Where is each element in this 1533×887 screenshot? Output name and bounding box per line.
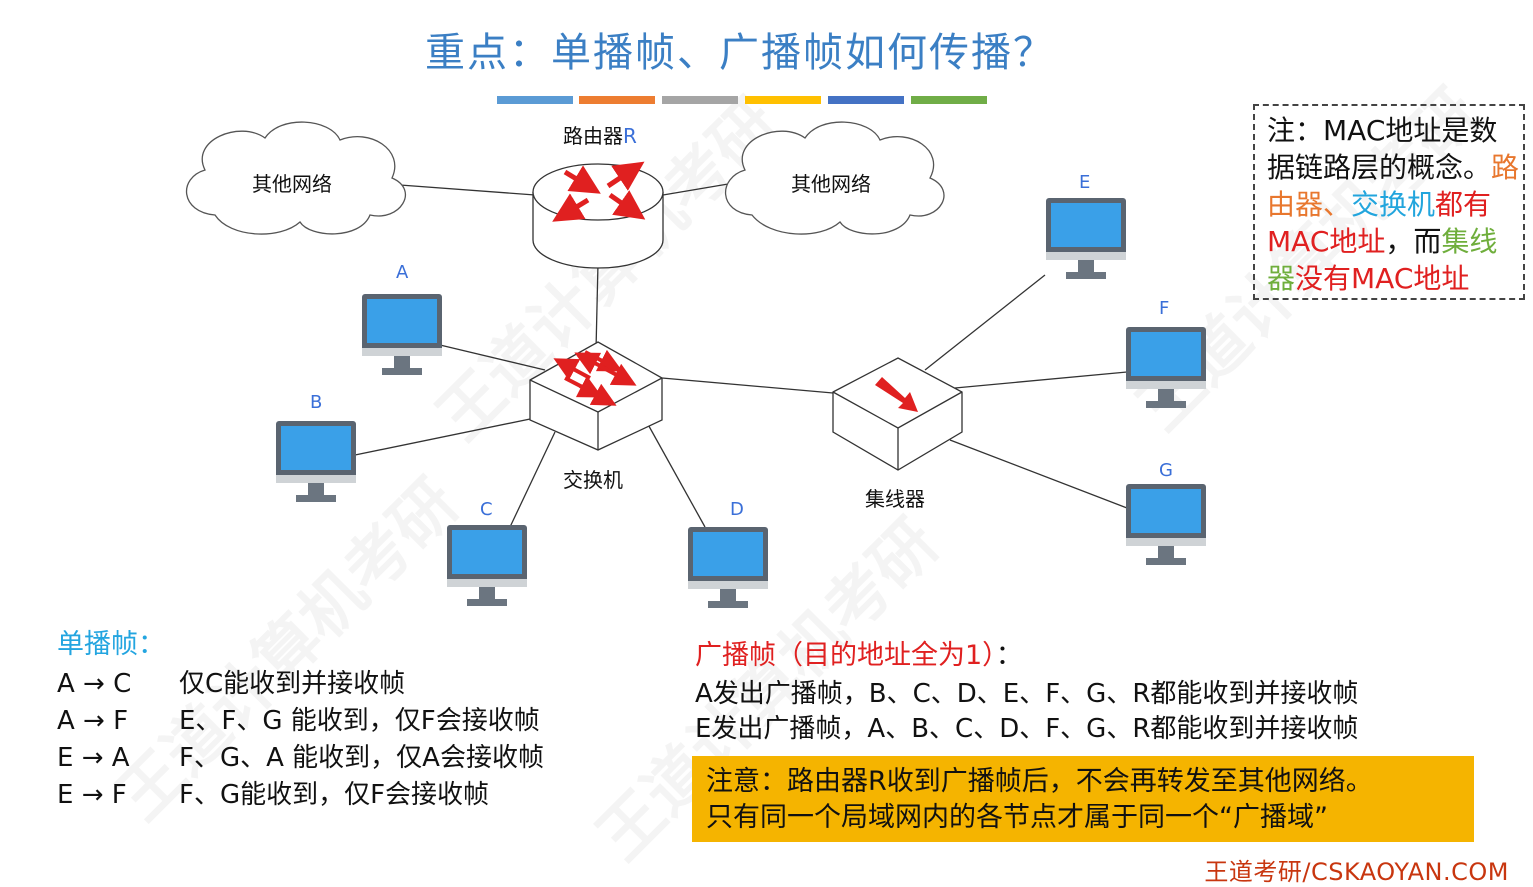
unicast-desc: E、F、G 能收到，仅F会接收帧 <box>179 706 540 736</box>
attention-line1: 注意：路由器R收到广播帧后，不会再转发至其他网络。 <box>706 766 1373 797</box>
links <box>354 181 1128 528</box>
host-b-label: B <box>310 392 323 413</box>
unicast-row: A → F E、F、G 能收到，仅F会接收帧 <box>57 700 540 737</box>
router-label: 路由器R <box>563 124 637 148</box>
link-switch-b <box>354 417 536 456</box>
broadcast-row: E发出广播帧，A、B、C、D、F、G、R都能收到并接收帧 <box>695 714 1359 744</box>
color-bar <box>911 96 987 104</box>
cloud-right-icon <box>724 121 945 235</box>
host-c-icon <box>447 525 527 606</box>
link-hub-g <box>949 439 1128 509</box>
host-d-label: D <box>730 499 744 520</box>
host-g-icon <box>1126 484 1206 565</box>
color-bar <box>828 96 904 104</box>
note-both-have: 都有MAC地址 <box>1267 188 1492 258</box>
router-icon <box>532 161 664 269</box>
color-bar <box>662 96 738 104</box>
link-hub-e <box>924 274 1046 371</box>
broadcast-row: A发出广播帧，B、C、D、E、F、G、R都能收到并接收帧 <box>695 679 1359 709</box>
host-f-label: F <box>1159 298 1170 319</box>
host-a-label: A <box>396 262 409 283</box>
hub-icon <box>832 357 963 471</box>
unicast-row: E → F F、G能收到，仅F会接收帧 <box>57 774 489 811</box>
link-hub-f <box>954 371 1128 389</box>
unicast-desc: F、G、A 能收到，仅A会接收帧 <box>179 743 544 773</box>
note-sep: 、 <box>1323 188 1352 221</box>
unicast-path: A → C <box>57 669 132 699</box>
color-bar <box>579 96 655 104</box>
link-router-cloud-left <box>399 184 536 196</box>
switch-label: 交换机 <box>563 468 623 492</box>
link-switch-hub <box>661 377 834 394</box>
unicast-path: A → F <box>57 706 129 736</box>
note-router: 路由器 <box>1267 151 1520 221</box>
host-b-icon <box>276 421 356 502</box>
mac-note-box: 注：MAC地址是数据链路层的概念。路由器、交换机都有MAC地址，而集线器没有MA… <box>1253 104 1525 300</box>
color-bar <box>497 96 573 104</box>
broadcast-title-colon: ： <box>995 640 1023 671</box>
note-comma: ，而 <box>1385 225 1442 258</box>
host-e-label: E <box>1079 172 1091 193</box>
unicast-path: E → A <box>57 743 130 773</box>
note-hub: 集线器 <box>1267 225 1498 295</box>
attention-box: 注意：路由器R收到广播帧后，不会再转发至其他网络。 只有同一个局域网内的各节点才… <box>692 756 1474 842</box>
note-line1: 注：MAC地址是数据链路层的概念。 <box>1267 114 1498 184</box>
host-a-icon <box>362 294 442 375</box>
cloud-right-label: 其他网络 <box>791 172 871 196</box>
host-d-icon <box>688 527 768 608</box>
note-no-mac: 没有MAC地址 <box>1295 262 1470 295</box>
link-switch-a <box>439 344 546 371</box>
link-switch-c <box>509 431 556 528</box>
unicast-desc: 仅C能收到并接收帧 <box>179 669 406 699</box>
link-switch-d <box>639 409 706 528</box>
cloud-left-icon <box>186 121 406 235</box>
note-switch: 交换机 <box>1351 188 1436 221</box>
unicast-path: E → F <box>57 780 127 810</box>
host-e-icon <box>1046 198 1126 279</box>
host-f-icon <box>1126 327 1206 408</box>
hub-label: 集线器 <box>865 487 925 511</box>
link-router-switch <box>595 262 599 351</box>
host-g-label: G <box>1159 460 1173 481</box>
color-bar <box>745 96 821 104</box>
unicast-title: 单播帧： <box>57 629 165 660</box>
footer-brand: 王道考研/CSKAOYAN.COM <box>1204 858 1509 886</box>
unicast-row: E → A F、G、A 能收到，仅A会接收帧 <box>57 737 544 774</box>
cloud-left-label: 其他网络 <box>252 172 332 196</box>
host-c-label: C <box>480 499 493 520</box>
attention-line2: 只有同一个局域网内的各节点才属于同一个“广播域” <box>706 802 1328 833</box>
unicast-row: A → C 仅C能收到并接收帧 <box>57 663 405 700</box>
unicast-desc: F、G能收到，仅F会接收帧 <box>179 780 490 810</box>
switch-icon <box>529 341 663 451</box>
broadcast-title-red: 广播帧（目的地址全为1） <box>695 640 996 671</box>
page-title: 重点：单播帧、广播帧如何传播？ <box>425 30 1055 76</box>
broadcast-title: 广播帧（目的地址全为1）： <box>695 633 1023 672</box>
